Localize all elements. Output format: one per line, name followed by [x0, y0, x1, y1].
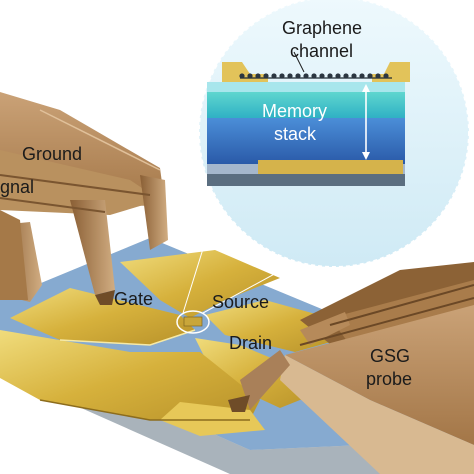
gsg-label-line2: probe [366, 369, 412, 389]
graphene-atom [279, 73, 285, 79]
graphene-atom [383, 73, 389, 79]
graphene-pointer [293, 51, 305, 73]
graphene-atom [303, 73, 309, 79]
drain-label: Drain [229, 333, 272, 353]
thickness-arrow [362, 84, 370, 160]
graphene-atom [311, 73, 317, 79]
source-label: Source [212, 292, 269, 312]
signal-label: gnal [0, 177, 34, 197]
memory-stack-illustration [207, 62, 410, 186]
graphene-atom [295, 73, 301, 79]
graphene-atom [359, 73, 365, 79]
graphene-atom [343, 73, 349, 79]
graphene-atom [287, 73, 293, 79]
channel-focus [176, 310, 210, 334]
zoom-connector [182, 219, 301, 314]
right-gsg-probe [228, 262, 474, 474]
zoom-bubble [198, 0, 470, 268]
left-gsg-probe [0, 92, 168, 305]
graphene-atom [367, 73, 373, 79]
graphene-atom [271, 73, 277, 79]
right-contact [372, 62, 410, 82]
ground-label: Ground [22, 144, 82, 164]
graphene-atom [375, 73, 381, 79]
gsg-label-line1: GSG [370, 346, 410, 366]
graphene-atom [319, 73, 325, 79]
bottom-gate-electrode [258, 160, 403, 174]
graphene-atom [255, 73, 261, 79]
graphene-atom [247, 73, 253, 79]
gold-electrodes [0, 250, 345, 436]
graphene-atom [239, 73, 245, 79]
graphene-atom [351, 73, 357, 79]
graphene-atom [327, 73, 333, 79]
gate-label: Gate [114, 289, 153, 309]
memory-label-line1: Memory [262, 101, 327, 121]
graphene-atom [335, 73, 341, 79]
graphene-layer [239, 73, 392, 79]
graphene-atom [263, 73, 269, 79]
graphene-label-line1: Graphene [282, 18, 362, 38]
memory-label-line2: stack [274, 124, 317, 144]
graphene-label-line2: channel [290, 41, 353, 61]
